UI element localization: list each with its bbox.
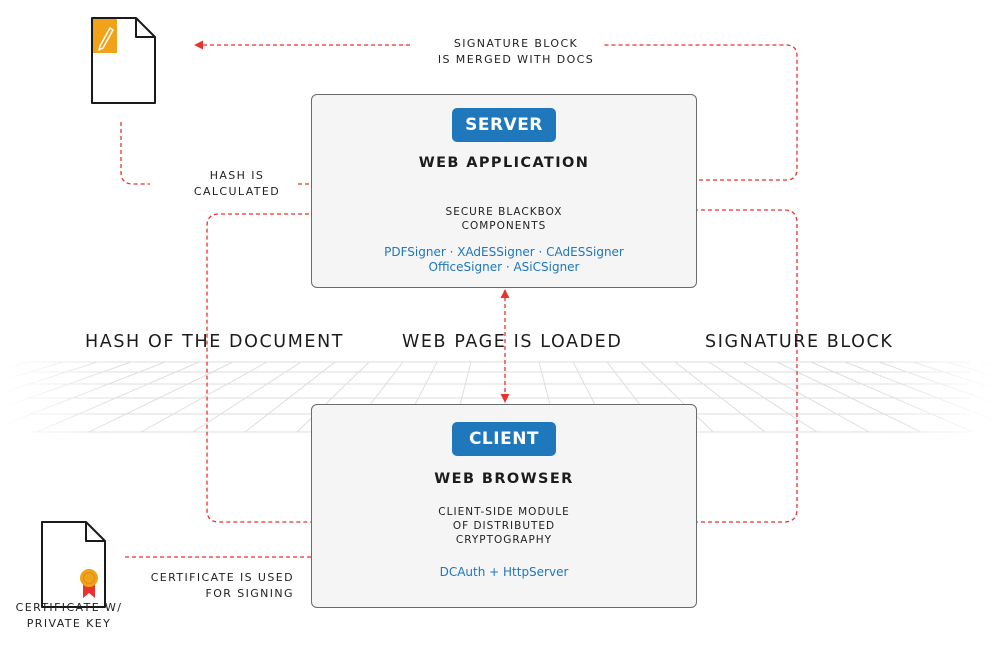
label-signature-merged-line2: IS MERGED WITH DOCS xyxy=(437,53,595,66)
pen-document-icon xyxy=(91,17,156,104)
client-components: DCAuth + HttpServer xyxy=(439,565,569,579)
client-title: WEB BROWSER xyxy=(434,471,574,487)
arrow-document-to-hash xyxy=(120,122,150,185)
label-certificate-private-key-line2: PRIVATE KEY xyxy=(26,617,112,630)
certificate-document-icon xyxy=(41,521,106,608)
server-box: SERVER WEB APPLICATION SECURE BLACKBOX C… xyxy=(311,94,697,288)
server-subtitle-line1: SECURE BLACKBOX xyxy=(445,206,563,218)
server-title: WEB APPLICATION xyxy=(418,155,590,171)
client-box: CLIENT WEB BROWSER CLIENT-SIDE MODULE OF… xyxy=(311,404,697,608)
server-components: PDFSigner · XAdESSigner · CAdESSigner Of… xyxy=(312,245,696,274)
label-certificate-private-key-line1: CERTIFICATE W/ xyxy=(15,601,123,614)
server-subtitle-line2: COMPONENTS xyxy=(461,220,547,232)
label-signature-merged: SIGNATURE BLOCK IS MERGED WITH DOCS xyxy=(408,36,624,68)
label-certificate-used-line2: FOR SIGNING xyxy=(205,587,294,600)
label-certificate-used: CERTIFICATE IS USED FOR SIGNING xyxy=(120,570,294,602)
label-web-page-loaded: WEB PAGE IS LOADED xyxy=(402,332,623,352)
server-subtitle: SECURE BLACKBOX COMPONENTS xyxy=(312,205,696,233)
label-hash-calculated-line2: CALCULATED xyxy=(193,185,281,198)
server-components-line1: PDFSigner · XAdESSigner · CAdESSigner xyxy=(384,245,624,259)
client-subtitle: CLIENT-SIDE MODULE OF DISTRIBUTED CRYPTO… xyxy=(312,505,696,547)
label-certificate-used-line1: CERTIFICATE IS USED xyxy=(150,571,294,584)
arrow-hash-of-document xyxy=(206,213,373,527)
label-hash-of-document: HASH OF THE DOCUMENT xyxy=(85,332,345,352)
label-hash-calculated: HASH IS CALCULATED xyxy=(182,168,292,200)
label-signature-block: SIGNATURE BLOCK xyxy=(705,332,894,352)
label-signature-merged-line1: SIGNATURE BLOCK xyxy=(453,37,579,50)
label-certificate-private-key: CERTIFICATE W/ PRIVATE KEY xyxy=(6,600,132,632)
arrow-signature-block xyxy=(621,205,798,523)
client-subtitle-line1: CLIENT-SIDE MODULE xyxy=(438,506,570,518)
client-subtitle-line3: CRYPTOGRAPHY xyxy=(455,534,553,546)
label-hash-calculated-line1: HASH IS xyxy=(209,169,265,182)
client-badge: CLIENT xyxy=(452,422,556,456)
arrow-merged-to-document xyxy=(195,45,798,181)
server-components-line2: OfficeSigner · ASiCSigner xyxy=(428,259,580,274)
server-badge: SERVER xyxy=(452,108,556,142)
client-subtitle-line2: OF DISTRIBUTED xyxy=(452,520,556,532)
